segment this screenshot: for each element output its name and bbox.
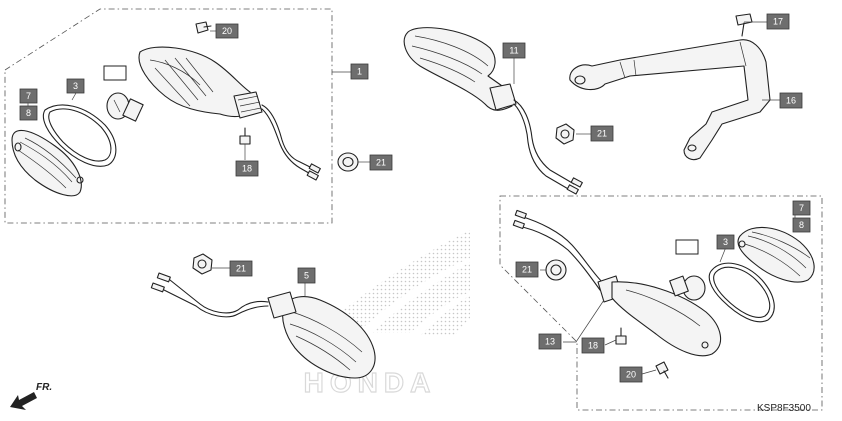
callout-21-center-label: 21 [597, 129, 607, 139]
callout-7-left: 7 [19, 88, 38, 104]
callout-1-label: 1 [357, 67, 362, 77]
callout-21-right-label: 21 [522, 265, 532, 275]
bulb-left [103, 65, 144, 122]
callout-18-left: 18 [235, 160, 259, 177]
callout-3-left-label: 3 [73, 81, 78, 91]
bracket-part-16 [569, 39, 771, 161]
gasket-part-3-left [42, 104, 117, 167]
nut-part-21-right [545, 259, 567, 281]
callout-7-right: 7 [792, 200, 811, 216]
callout-5: 5 [297, 267, 316, 284]
bolt-part-18-left [239, 127, 251, 145]
callout-11: 11 [502, 42, 526, 59]
callout-13-label: 13 [545, 337, 555, 347]
winker-part-5 [150, 272, 376, 379]
callout-21-left-label: 21 [376, 158, 386, 168]
callout-21-left: 21 [369, 154, 393, 171]
callout-7-left-label: 7 [26, 91, 31, 101]
callout-3-right-label: 3 [723, 237, 728, 247]
callout-13: 13 [538, 333, 562, 350]
leader-lines [27, 21, 796, 375]
callout-21-center: 21 [590, 125, 614, 142]
callout-7-right-label: 7 [799, 203, 804, 213]
callout-17-label: 17 [773, 17, 783, 27]
callout-20-right-label: 20 [626, 370, 636, 380]
callout-18-left-label: 18 [242, 164, 252, 174]
callout-18-right-label: 18 [588, 341, 598, 351]
front-direction-arrow-icon: FR. [10, 382, 52, 410]
wiring-right [512, 209, 605, 291]
gasket-part-3-right [708, 262, 775, 323]
diagram-code: KSP8F3500 [757, 403, 811, 414]
callout-16-label: 16 [786, 96, 796, 106]
nut-part-21-center [555, 123, 575, 145]
callout-8-left-label: 8 [26, 108, 31, 118]
screw-part-20-left [195, 21, 212, 34]
housing-part-1-left [138, 46, 263, 119]
winker-assembly-part-11 [403, 27, 583, 195]
bulb-right [669, 239, 706, 301]
callout-8-right-label: 8 [799, 220, 804, 230]
callout-8-left: 8 [19, 105, 38, 121]
callout-21-bottom: 21 [229, 260, 253, 277]
bolt-part-17 [735, 13, 753, 37]
nut-part-21-left [337, 152, 359, 172]
callout-3-right: 3 [716, 234, 735, 250]
callout-20-left-label: 20 [222, 26, 232, 36]
callout-11-label: 11 [509, 46, 518, 56]
callout-1: 1 [350, 63, 369, 80]
lens-part-8-right [737, 226, 815, 283]
bolt-part-18-right [615, 327, 627, 345]
front-direction-label: FR. [36, 382, 52, 393]
callout-20-left: 20 [215, 23, 239, 39]
callout-18-right: 18 [581, 337, 605, 354]
housing-part-13-right [597, 275, 722, 357]
callout-5-label: 5 [304, 271, 309, 281]
callout-16: 16 [779, 92, 803, 109]
wiring-left [261, 104, 321, 181]
callout-20-right: 20 [619, 366, 643, 383]
callout-21-bottom-label: 21 [236, 264, 246, 274]
callout-21-right: 21 [515, 261, 539, 278]
nut-part-21-bottom [192, 253, 213, 275]
callout-3-left: 3 [66, 78, 85, 94]
callout-17: 17 [766, 13, 790, 30]
lens-part-8-left [11, 129, 84, 197]
callout-8-right: 8 [792, 217, 811, 233]
screw-part-20-right [655, 361, 669, 379]
